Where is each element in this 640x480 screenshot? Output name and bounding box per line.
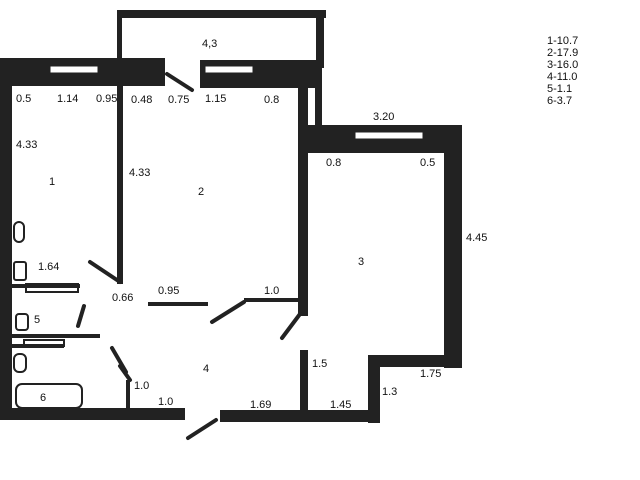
legend-item: 3-16.0 [547, 59, 579, 71]
room-1-label: 1 [49, 176, 56, 188]
dim-1-3: 1.3 [382, 386, 398, 398]
dim-1-15: 1.15 [205, 93, 227, 105]
dim-1-0-hall-vertical: 1.0 [134, 380, 150, 392]
legend-item: 6-3.7 [547, 95, 573, 107]
room-4-label: 4 [203, 363, 210, 375]
bathtub [15, 383, 83, 409]
legend-item: 2-17.9 [547, 47, 579, 59]
legend-item: 4-11.0 [547, 71, 578, 83]
dim-0-75: 0.75 [168, 94, 190, 106]
top-wall-right [200, 60, 320, 88]
window-room-1 [49, 65, 99, 74]
door-bathroom [76, 304, 86, 328]
dim-4-33-left: 4.33 [16, 139, 38, 151]
door-room-2 [210, 300, 246, 324]
room-2-label: 2 [198, 186, 205, 198]
dim-1-69: 1.69 [250, 399, 272, 411]
dim-0-95-top: 0.95 [96, 93, 118, 105]
door-room-1 [88, 260, 122, 284]
balcony-wall-top [117, 10, 326, 18]
window-room-2 [204, 65, 254, 74]
door-bath [118, 364, 132, 382]
dim-1-45: 1.45 [330, 399, 352, 411]
dim-0-8-room-3: 0.8 [326, 157, 342, 169]
sink-1 [13, 261, 27, 281]
room-6-label: 6 [40, 392, 47, 404]
room-3-right-wall [444, 125, 462, 368]
partition-2-3 [298, 86, 308, 316]
dim-1-64: 1.64 [38, 261, 60, 273]
legend-item: 1-10.7 [547, 35, 579, 47]
balcony-area-label: 4,3 [202, 38, 218, 50]
counter-1 [25, 283, 79, 293]
dim-0-95-bottom: 0.95 [158, 285, 180, 297]
bottom-wall-left [0, 408, 185, 420]
toilet-2 [13, 353, 27, 373]
dim-1-75: 1.75 [420, 368, 442, 380]
partition-1-2 [117, 86, 123, 284]
left-exterior-wall [0, 58, 12, 420]
dim-0-5-top: 0.5 [16, 93, 32, 105]
room-5-label: 5 [34, 314, 41, 326]
room-3-label: 3 [358, 256, 365, 268]
dim-0-48: 0.48 [131, 94, 153, 106]
room-3-step-wall [368, 355, 380, 423]
dim-0-66: 0.66 [112, 292, 134, 304]
balcony-wall-left [117, 10, 122, 62]
legend-item: 5-1.1 [547, 83, 573, 95]
door-room-3 [280, 312, 302, 340]
dim-3-20: 3.20 [373, 111, 395, 123]
room-3-bottom-wall [368, 355, 462, 367]
sink-2 [15, 313, 29, 331]
dim-4-33-mid: 4.33 [129, 167, 151, 179]
dim-4-45: 4.45 [466, 232, 488, 244]
dim-0-5-room-3: 0.5 [420, 157, 436, 169]
dim-1-5: 1.5 [312, 358, 328, 370]
dim-1-0-hall-horizontal: 1.0 [158, 396, 174, 408]
dim-1-14: 1.14 [57, 93, 79, 105]
counter-2 [23, 339, 65, 347]
balcony-wall-right [316, 10, 324, 68]
dim-1-0-room-2: 1.0 [264, 285, 280, 297]
dim-0-8-top: 0.8 [264, 94, 280, 106]
partition-2-3-upper [315, 68, 322, 132]
bottom-wall-right [220, 410, 380, 422]
toilet-1 [13, 221, 25, 243]
entrance-door-leaf [186, 418, 218, 440]
balcony-door-leaf [165, 72, 194, 92]
window-room-3 [354, 131, 424, 140]
hall-stub-wall [300, 350, 308, 410]
area-legend: 1-10.7 2-17.9 3-16.0 4-11.0 5-1.1 6-3.7 [547, 35, 578, 107]
